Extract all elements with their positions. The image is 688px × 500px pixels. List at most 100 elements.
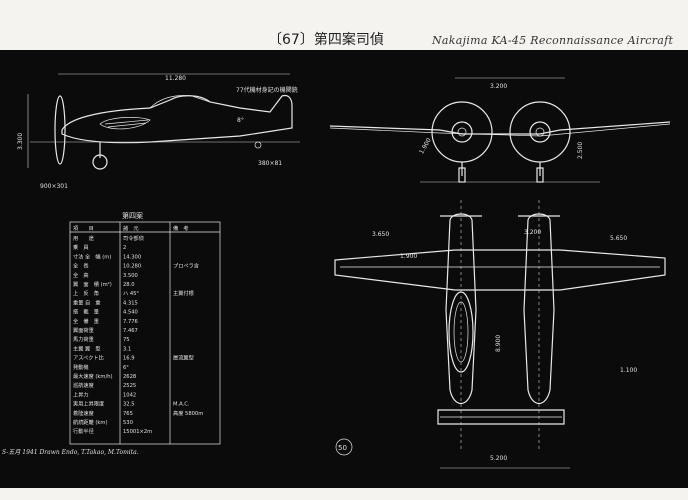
side-tail-wheel: [254, 141, 262, 149]
spec-cell: 2525: [123, 383, 136, 389]
side-tail-label: 380×81: [258, 160, 282, 167]
spec-cell: 2628: [123, 374, 136, 380]
spec-cell: 14.300: [123, 254, 141, 260]
spec-table-border: [69, 221, 221, 445]
header-title: 〔67〕第四案司偵: [268, 32, 384, 48]
spec-cell: 高度 5800m: [173, 409, 203, 417]
spec-cell: 上昇力: [73, 390, 89, 398]
spec-cell: 巡航速度: [73, 381, 94, 389]
front-wing: [329, 121, 671, 135]
spec-cell: 4.315: [123, 300, 138, 306]
plan-dim-d: 1.900: [400, 253, 417, 260]
front-width-label: 3.200: [490, 83, 507, 90]
spec-cell: 用 途: [73, 234, 95, 242]
spec-cell: 7.776: [123, 319, 138, 325]
side-gear-label: 900×301: [40, 183, 68, 190]
spec-cell: 3.1: [123, 346, 131, 352]
spec-cell: 実用上昇限度: [73, 400, 104, 408]
spec-header-0: 項 目: [73, 225, 94, 232]
plan-view: 5.650 3.200 3.650 1.900 8.900 5.200 1.10…: [334, 200, 666, 469]
side-propeller: [54, 95, 66, 165]
spec-cell: 発動機: [73, 363, 89, 371]
spec-cell: 15001×2m: [123, 429, 152, 435]
side-glazing-hatch: [104, 119, 149, 128]
spec-cell: 航続距離 (km): [73, 418, 108, 426]
front-height-label: 2.500: [577, 142, 584, 159]
side-angle-label: 8°: [237, 117, 244, 124]
front-view: 3.200 1.900 2.500: [329, 77, 671, 183]
front-left-nacelle: [451, 121, 473, 143]
spec-cell: 28.0: [123, 282, 135, 288]
side-canopy: [149, 95, 211, 109]
spec-cell: 765: [123, 411, 133, 417]
blueprint-sheet: 11.280 77代機材身記の機関銃 3.300 900×301 380×81 …: [0, 50, 688, 488]
spec-cell: 1042: [123, 392, 136, 398]
spec-cell: 75: [123, 337, 130, 343]
spec-cell: 16.9: [123, 356, 135, 362]
spec-cell: 6°: [123, 365, 129, 371]
plan-dim-e: 8.900: [495, 335, 502, 352]
spec-table-title: 第四案: [122, 211, 143, 220]
front-right-spinner: [535, 127, 545, 137]
spec-cell: M.A.C.: [173, 402, 190, 408]
front-right-nacelle: [529, 121, 551, 143]
front-right-prop-disc: [509, 101, 571, 163]
spec-cell: 2: [123, 245, 126, 251]
spec-cell: 7.467: [123, 328, 138, 334]
spec-cell: 32.5: [123, 402, 135, 408]
spec-cell: 主翼付根: [173, 289, 194, 297]
plan-dim-a: 5.650: [610, 235, 627, 242]
spec-cell: 寸法 全 幅 (m): [73, 252, 111, 260]
spec-cell: 主翼 翼 型: [73, 344, 101, 352]
plan-dim-b: 3.200: [524, 229, 541, 236]
plan-tailplane: [437, 409, 565, 425]
side-note-label: 77代機材身記の機関銃: [236, 86, 298, 94]
header-handwritten-caption: Nakajima KA-45 Reconnaissance Aircraft: [432, 34, 674, 47]
side-cockpit-glazing: [99, 117, 151, 130]
side-length-label: 11.280: [165, 75, 186, 82]
spec-cell: 最大速度 (km/h): [73, 372, 113, 380]
spec-cell: 上 反 角: [73, 289, 99, 297]
blueprint-drawing: 11.280 77代機材身記の機関銃 3.300 900×301 380×81 …: [2, 73, 671, 469]
spec-cell: 層流翼型: [173, 354, 194, 362]
spec-cell: 4.540: [123, 310, 138, 316]
side-fuselage: [61, 94, 293, 144]
side-height-label: 3.300: [17, 133, 24, 150]
spec-cell: 全 長: [73, 262, 89, 270]
spec-cell: 司令部偵: [123, 234, 144, 242]
spec-cell: ハ 45°: [123, 291, 139, 297]
front-left-prop-disc: [431, 101, 493, 163]
spec-cell: 翼面荷重: [73, 326, 94, 334]
plan-right-boom: [523, 213, 555, 405]
spec-cell: 重量 自 重: [73, 298, 101, 306]
side-main-wheel: [92, 154, 108, 170]
spec-cell: 乗 員: [73, 244, 89, 251]
side-view: 11.280 77代機材身記の機関銃 3.300 900×301 380×81 …: [17, 73, 300, 190]
plan-dim-g: 1.100: [620, 367, 637, 374]
front-prop-label: 1.900: [418, 137, 433, 156]
plan-dim-f: 5.200: [490, 455, 507, 462]
page-number-block: 50: [335, 438, 353, 456]
front-wing-lower: [329, 123, 671, 137]
plan-left-boom: [445, 213, 477, 405]
spec-cell: 翼 面 積 (m²): [73, 280, 112, 288]
spec-cell: 3.500: [123, 273, 138, 279]
page-number-circle: [335, 438, 353, 456]
front-left-spinner: [457, 127, 467, 137]
spec-cell: 全 高: [73, 271, 89, 279]
spec-cell: プロペラ含: [173, 262, 200, 270]
spec-header-2: 備 考: [173, 224, 189, 232]
spec-cell: 搭 載 量: [73, 308, 99, 316]
spec-cell: 10.280: [123, 264, 141, 270]
plan-dim-c: 3.650: [372, 231, 389, 238]
spec-cell: 全 備 重: [73, 317, 99, 325]
page-number: 50: [338, 444, 347, 452]
spec-header-1: 諸 元: [123, 224, 139, 232]
plan-main-wing: [334, 249, 666, 291]
spec-cell: アスペクト比: [73, 354, 104, 362]
spec-cell: 馬力荷重: [73, 335, 94, 343]
signature: S-五月 1941 Drawn Endo, T.Takao, M.Tomita.: [2, 449, 139, 456]
spec-cell: 行動半径: [73, 427, 94, 435]
